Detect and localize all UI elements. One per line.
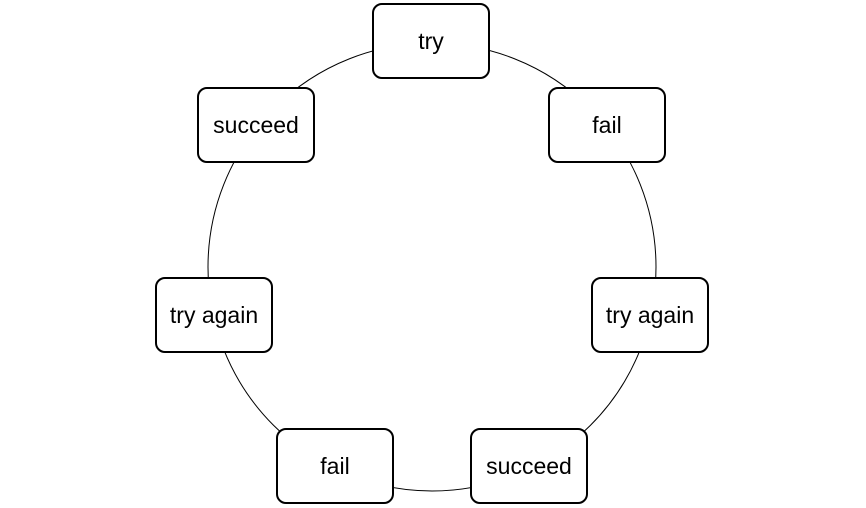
node-succeed: succeed <box>197 87 315 163</box>
node-try: try <box>372 3 490 79</box>
node-fail: fail <box>276 428 394 504</box>
node-label: try <box>418 27 444 54</box>
node-try-again: try again <box>591 277 709 353</box>
node-label: fail <box>320 452 350 479</box>
node-succeed: succeed <box>470 428 588 504</box>
node-label: succeed <box>213 111 299 138</box>
node-label: succeed <box>486 452 572 479</box>
node-label: try again <box>169 301 259 328</box>
node-label: fail <box>592 111 622 138</box>
node-try-again: try again <box>155 277 273 353</box>
node-label: try again <box>605 301 695 328</box>
node-fail: fail <box>548 87 666 163</box>
